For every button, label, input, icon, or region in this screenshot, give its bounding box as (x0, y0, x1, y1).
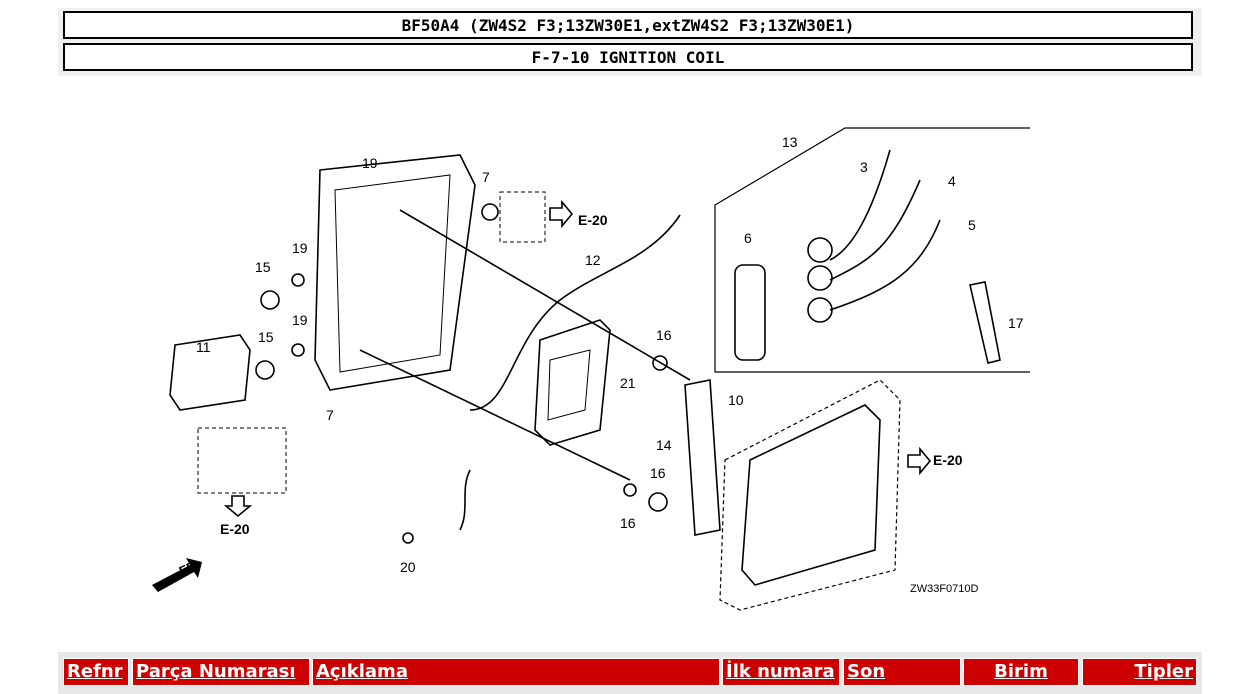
callout-6: 6 (744, 230, 752, 246)
callout-13: 13 (782, 134, 798, 150)
callout-20: 20 (400, 559, 416, 575)
callout-19b: 19 (292, 240, 308, 256)
col-first-number[interactable]: İlk numara (722, 658, 840, 686)
callout-15: 15 (255, 259, 271, 275)
callout-21: 21 (620, 375, 636, 391)
parts-diagram: FR. 19 7 12 13 3 4 5 6 1 17 19 15 15 19 … (152, 127, 1030, 611)
col-unit[interactable]: Birim (963, 658, 1079, 686)
callout-10: 10 (728, 392, 744, 408)
header: BF50A4 (ZW4S2 F3;13ZW30E1,extZW4S2 F3;13… (58, 8, 1202, 76)
callout-16c: 16 (620, 515, 636, 531)
callout-7v: 7 (326, 407, 334, 423)
callout-8: 7 (482, 169, 490, 185)
e20-label-1: E-20 (578, 212, 608, 228)
callout-19: 19 (362, 155, 378, 171)
callout-5: 5 (968, 217, 976, 233)
callout-16: 16 (656, 327, 672, 343)
callout-11: 11 (196, 339, 211, 355)
col-last[interactable]: Son (843, 658, 961, 686)
callout-15b: 15 (258, 329, 274, 345)
callout-17: 16 (650, 465, 666, 481)
e20-label-2: E-20 (933, 452, 963, 468)
callout-19c: 19 (292, 312, 308, 328)
parts-table-header: Refnr Parça Numarası Açıklama İlk numara… (58, 652, 1202, 694)
col-refnr[interactable]: Refnr (63, 658, 129, 686)
callout-3: 3 (860, 159, 868, 175)
col-part-number[interactable]: Parça Numarası (132, 658, 310, 686)
e20-label-3: E-20 (220, 521, 250, 537)
model-title: BF50A4 (ZW4S2 F3;13ZW30E1,extZW4S2 F3;13… (63, 11, 1193, 39)
col-types[interactable]: Tipler (1082, 658, 1197, 686)
callout-4: 4 (948, 173, 956, 189)
callout-12: 12 (585, 252, 601, 268)
diagram-code: ZW33F0710D (910, 583, 979, 595)
section-title: F-7-10 IGNITION COIL (63, 43, 1193, 71)
callout-18: 17 (1008, 315, 1024, 331)
callout-14: 14 (656, 437, 672, 453)
col-description[interactable]: Açıklama (312, 658, 720, 686)
